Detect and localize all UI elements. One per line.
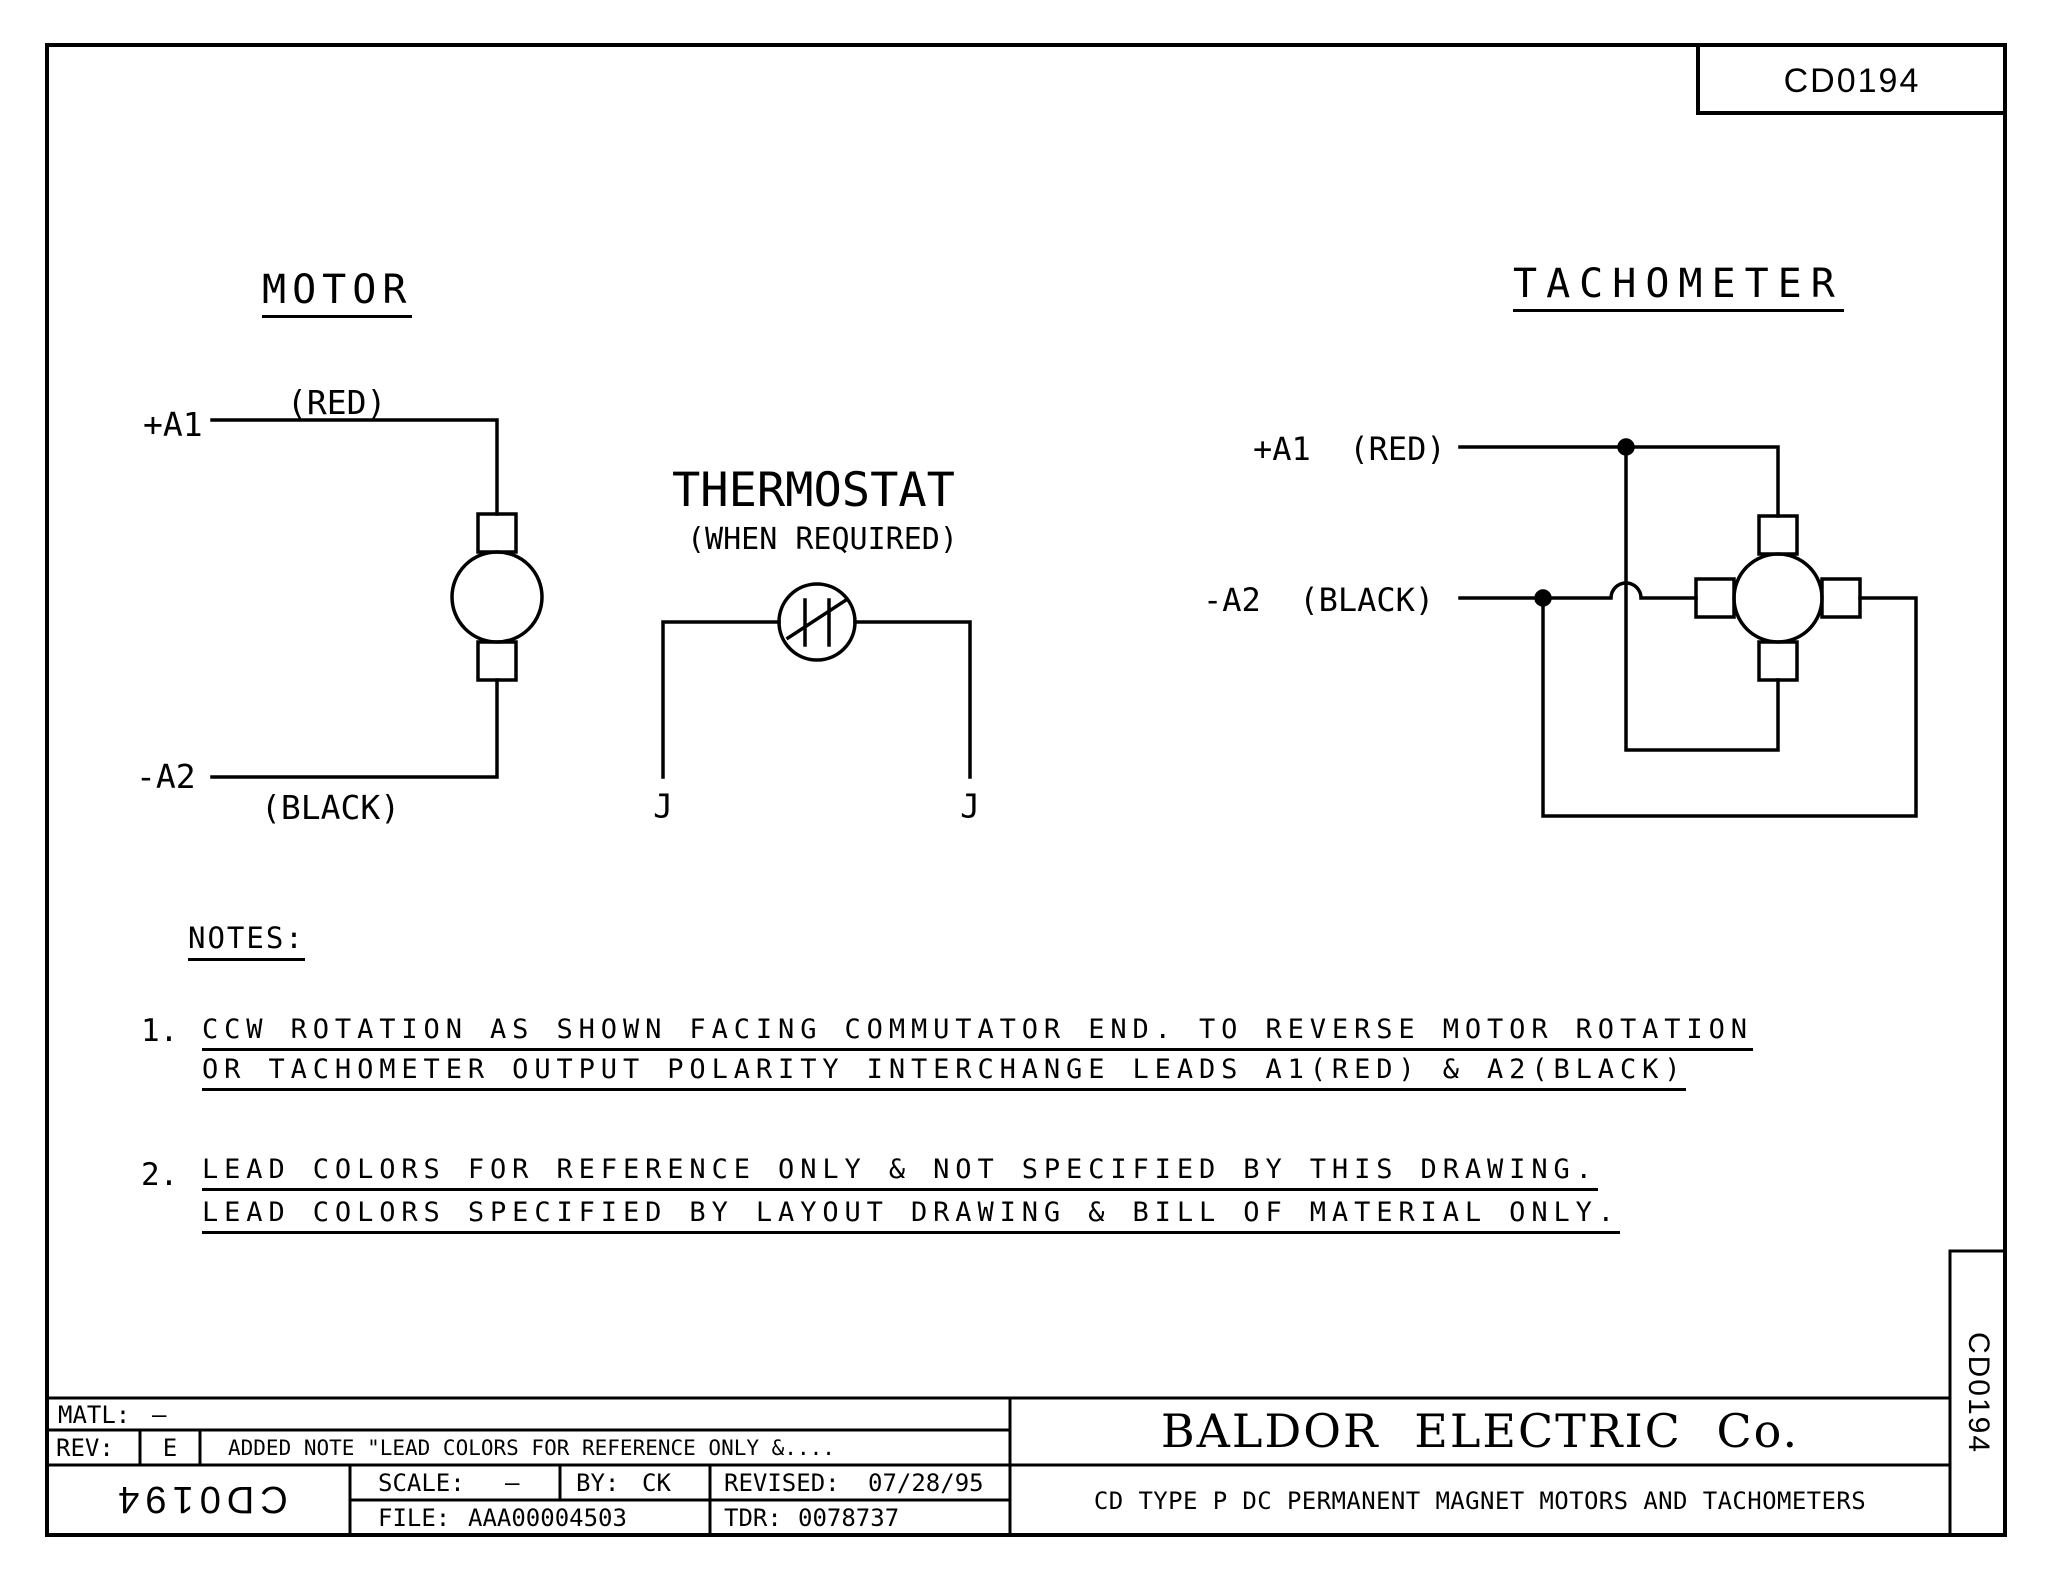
note-1-line-2: OR TACHOMETER OUTPUT POLARITY INTERCHANG… — [202, 1056, 1687, 1091]
motor-bottom-brush — [476, 640, 518, 682]
thermostat-right-wire — [853, 620, 972, 779]
rotated-drawing-number-stamp: CD0194 — [112, 1478, 288, 1520]
tach-junction-dot — [1617, 438, 1635, 456]
thermostat-lead-j-left: J — [653, 786, 673, 826]
notes-heading: NOTES: — [188, 924, 305, 961]
thermostat-contact-slash — [785, 597, 849, 641]
motor-armature — [450, 550, 544, 644]
file-value: AAA00004503 — [468, 1504, 627, 1532]
file-label: FILE: — [378, 1504, 451, 1532]
note-1-line-1: CCW ROTATION AS SHOWN FACING COMMUTATOR … — [202, 1016, 1753, 1051]
rev-label: REV: — [56, 1434, 114, 1462]
sheet-border — [45, 43, 2007, 1537]
tach-armature — [1732, 552, 1824, 644]
title-block-lines — [45, 1249, 2007, 1537]
motor-lead-a1-color: (RED) — [287, 383, 387, 422]
tach-a2-wire-with-hop — [1458, 581, 1698, 600]
thermostat-subtitle: (WHEN REQUIRED) — [687, 522, 958, 557]
rev-description: ADDED NOTE "LEAD COLORS FOR REFERENCE ON… — [228, 1436, 835, 1460]
revised-label: REVISED: — [724, 1469, 840, 1497]
matl-label: MATL: — [58, 1401, 131, 1429]
tachometer-lead-a1-label: +A1 (RED) — [1253, 430, 1446, 468]
note-2-line-1: LEAD COLORS FOR REFERENCE ONLY & NOT SPE… — [202, 1156, 1598, 1191]
tachometer-schematic — [1458, 438, 1918, 818]
tachometer-section-title: TACHOMETER — [1513, 264, 1844, 312]
tach-a1-wire — [1458, 445, 1780, 518]
tach-inner-loop — [1624, 445, 1780, 752]
tach-junction-dot — [1534, 589, 1552, 607]
tachometer-lead-a2-label: -A2 (BLACK) — [1203, 581, 1435, 619]
tdr-label: TDR: — [724, 1504, 782, 1532]
thermostat-schematic — [661, 582, 972, 779]
motor-lead-a2-color: (BLACK) — [261, 788, 401, 827]
tach-outer-loop — [1541, 596, 1918, 818]
tach-left-brush — [1694, 577, 1736, 619]
rev-value: E — [162, 1434, 178, 1462]
thermostat-contact-circle — [777, 582, 857, 662]
corner-drawing-number: CD0194 — [1783, 62, 1921, 100]
note-number: 2. — [141, 1157, 179, 1193]
scale-value: – — [505, 1469, 520, 1497]
scale-label: SCALE: — [378, 1469, 465, 1497]
by-label: BY: — [576, 1469, 620, 1497]
note-number: 1. — [141, 1013, 179, 1049]
drawing-description: CD TYPE P DC PERMANENT MAGNET MOTORS AND… — [1093, 1487, 1867, 1515]
motor-section-title: MOTOR — [262, 270, 413, 318]
revised-value: 07/28/95 — [868, 1469, 984, 1497]
thermostat-left-wire — [661, 620, 781, 779]
tach-right-brush — [1820, 577, 1862, 619]
side-strip-drawing-number: CD0194 — [1962, 1331, 1995, 1455]
tdr-value: 0078737 — [798, 1504, 900, 1532]
motor-schematic — [210, 418, 544, 779]
motor-top-brush — [476, 512, 518, 554]
corner-id-box — [1696, 43, 2007, 115]
note-2-line-2: LEAD COLORS SPECIFIED BY LAYOUT DRAWING … — [202, 1199, 1620, 1234]
thermostat-section-title: THERMOSTAT — [672, 463, 955, 518]
thermostat-lead-j-right: J — [960, 786, 980, 826]
tach-top-brush — [1757, 514, 1799, 556]
motor-a1-wire — [210, 418, 499, 516]
matl-value: – — [152, 1401, 167, 1429]
motor-lead-a1-label: +A1 — [143, 405, 203, 444]
motor-lead-a2-label: -A2 — [136, 757, 196, 796]
motor-a2-wire — [210, 678, 499, 779]
tach-bottom-brush — [1757, 640, 1799, 682]
by-value: CK — [642, 1469, 671, 1497]
company-name: BALDOR ELECTRIC Co. — [1160, 1404, 1800, 1458]
